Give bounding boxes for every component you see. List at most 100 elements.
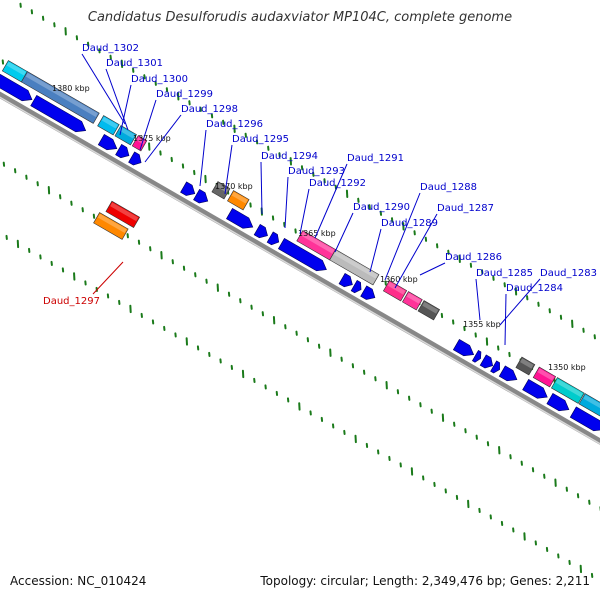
leader-line — [504, 293, 507, 346]
gene-label-daud_1284[interactable]: Daud_1284 — [506, 283, 563, 294]
backbone-highlight — [0, 96, 600, 445]
backbone-line — [0, 91, 600, 445]
cds-arrow-forward — [193, 189, 209, 204]
scale-tick-label: 1355 kbp — [463, 320, 501, 329]
cds-arrow-forward — [338, 273, 353, 288]
feature-block-orange-shape — [93, 212, 129, 240]
cds-arrow-forward-shape — [30, 95, 87, 133]
feature-block-gloss — [301, 231, 335, 254]
leader-line — [81, 53, 126, 125]
cds-arrow-forward-shape — [452, 339, 475, 357]
cds-arrow-forward — [97, 134, 118, 151]
feature-block-red — [105, 200, 141, 228]
feature-block — [532, 366, 557, 388]
gene-label-daud_1300[interactable]: Daud_1300 — [131, 74, 188, 85]
gene-label-daud_1289[interactable]: Daud_1289 — [381, 218, 438, 229]
feature-block-gloss — [333, 250, 378, 279]
gene-label-daud_1302[interactable]: Daud_1302 — [82, 43, 139, 54]
gene-label-daud_1296[interactable]: Daud_1296 — [206, 119, 263, 130]
cds-arrow-forward-shape — [522, 379, 548, 399]
leader-line — [314, 163, 348, 239]
cds-arrow-forward-shape — [180, 181, 196, 196]
cds-arrow-forward — [0, 74, 33, 102]
gene-label-daud_1291[interactable]: Daud_1291 — [347, 153, 404, 164]
feature-block-shape — [402, 291, 423, 311]
gene-label-daud_1301[interactable]: Daud_1301 — [106, 58, 163, 69]
cds-arrow-forward-shape — [128, 151, 142, 166]
map-title: Candidatus Desulforudis audaxviator MP10… — [87, 10, 513, 25]
feature-block-gloss — [6, 61, 27, 76]
gene-label-daud_1287[interactable]: Daud_1287 — [437, 203, 494, 214]
feature-block-shape — [20, 71, 100, 124]
gene-label-daud_1295[interactable]: Daud_1295 — [232, 134, 289, 145]
cds-arrow-forward — [226, 208, 254, 229]
cds-arrow-forward — [277, 238, 327, 272]
cds-arrow-forward — [253, 224, 268, 239]
feature-block-gloss — [422, 301, 439, 314]
feature-block — [382, 280, 408, 302]
cds-arrow-forward-shape — [193, 189, 209, 204]
feature-block-gloss — [136, 136, 146, 145]
cds-arrow-forward-shape — [266, 231, 280, 246]
feature-block-gloss — [537, 368, 555, 381]
gene-label-daud_1299[interactable]: Daud_1299 — [156, 89, 213, 100]
leader-line — [224, 144, 233, 195]
gene-label-daud_1294[interactable]: Daud_1294 — [261, 151, 318, 162]
leader-line — [92, 261, 124, 295]
cds-arrow-forward — [115, 144, 130, 159]
cds-arrow-forward — [452, 339, 475, 357]
feature-block-shape — [515, 356, 536, 376]
feature-block-gloss — [406, 292, 421, 304]
cds-arrow-forward-shape — [253, 224, 268, 239]
feature-block — [329, 249, 380, 286]
leader-line — [284, 176, 289, 229]
feature-block — [114, 125, 137, 146]
cds-arrow-forward — [360, 285, 376, 300]
leader-line — [119, 84, 132, 136]
cds-arrow-forward — [498, 365, 518, 382]
gene-label-daud_1286[interactable]: Daud_1286 — [445, 252, 502, 263]
cds-arrow-forward-shape — [546, 393, 570, 412]
leader-line — [105, 68, 129, 131]
leader-line — [139, 99, 157, 151]
cds-arrow-forward — [350, 280, 362, 294]
feature-block — [227, 190, 250, 211]
feature-block-gloss — [555, 378, 583, 398]
feature-block-red-shape — [105, 200, 141, 228]
cds-arrow-forward-shape — [471, 350, 482, 363]
gene-label-daud_1283[interactable]: Daud_1283 — [540, 268, 597, 279]
gene-label-daud_1298[interactable]: Daud_1298 — [181, 104, 238, 115]
backbone-layer — [0, 91, 600, 445]
cds-arrow-forward — [522, 379, 548, 399]
leader-line — [475, 278, 481, 321]
cds-arrow-forward-shape — [226, 208, 254, 229]
gene-label-daud_1293[interactable]: Daud_1293 — [288, 166, 345, 177]
scale-tick-label: 1350 kbp — [548, 363, 586, 372]
leader-line — [419, 262, 446, 276]
feature-block — [20, 71, 100, 124]
gene-label-daud_1297[interactable]: Daud_1297 — [43, 296, 100, 307]
gene-label-daud_1290[interactable]: Daud_1290 — [353, 202, 410, 213]
feature-block-shape — [532, 366, 557, 388]
feature-block-orange-gloss — [97, 213, 127, 234]
scale-tick-label: 1375 kbp — [133, 134, 171, 143]
leader-line — [334, 212, 354, 253]
gene-label-daud_1285[interactable]: Daud_1285 — [476, 268, 533, 279]
leader-line — [260, 161, 263, 215]
cds-arrow-forward-shape — [0, 74, 33, 102]
feature-block-shape — [114, 125, 137, 146]
feature-block-red-gloss — [110, 202, 139, 222]
feature-block-gloss — [25, 72, 98, 118]
scale-tick-label: 1370 kbp — [215, 182, 253, 191]
feature-block-gloss — [119, 126, 136, 139]
feature-block-orange — [93, 212, 129, 240]
cds-arrow-forward-shape — [569, 406, 600, 432]
leader-line — [499, 278, 541, 326]
leader-line — [394, 213, 438, 289]
gene-label-daud_1292[interactable]: Daud_1292 — [309, 178, 366, 189]
leader-line — [369, 228, 382, 273]
gene-label-daud_1288[interactable]: Daud_1288 — [420, 182, 477, 193]
cds-arrow-forward — [180, 181, 196, 196]
